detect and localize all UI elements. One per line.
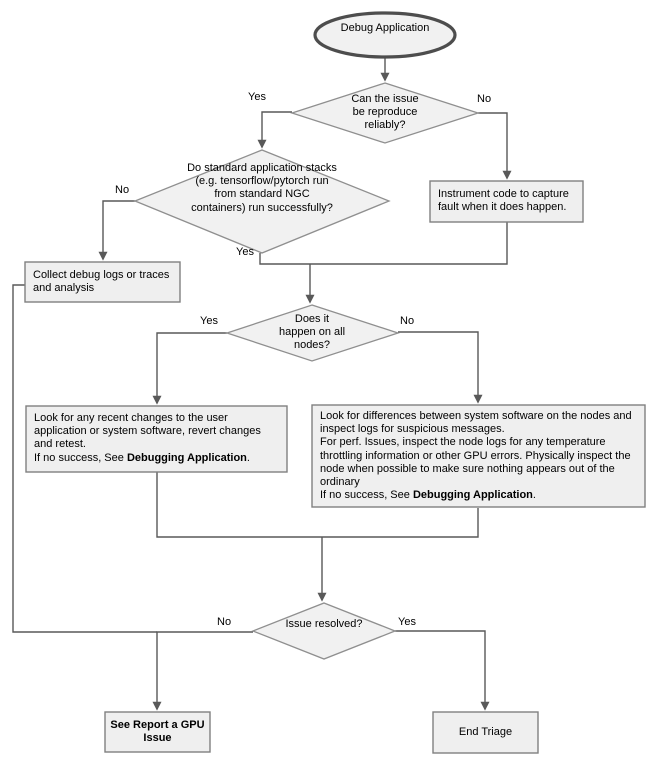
edge-stacks-no-to-collect xyxy=(98,200,135,261)
instrument-box-shape xyxy=(429,180,584,223)
decision-reproduce-shape xyxy=(289,82,481,144)
left-action-line2-bold: Debugging Application xyxy=(126,451,247,464)
edge-stacks-yes-instrument-merge xyxy=(259,222,508,265)
instrument-label: Instrument code to capture fault when it… xyxy=(438,188,569,214)
right-action-label: Look for differences between system soft… xyxy=(320,410,638,502)
decision-resolved-shape xyxy=(251,602,397,660)
report-label: See Report a GPU Issue xyxy=(110,719,205,745)
edge-label-stacks-yes: Yes xyxy=(236,246,254,258)
decision-stacks-shape xyxy=(133,149,391,254)
start-terminator-shape xyxy=(313,11,457,59)
edge-resolved-yes-to-end xyxy=(395,630,490,711)
report-box-shape xyxy=(104,711,211,753)
collect-label: Collect debug logs or traces and analysi… xyxy=(33,269,170,295)
left-action-line2-suffix: . xyxy=(246,451,250,464)
decision-nodes-shape xyxy=(224,304,401,362)
edge-nodes-yes-to-left-action xyxy=(152,332,227,405)
decision-stacks-label: Do standard application stacks (e.g. ten… xyxy=(187,162,337,214)
edge-label-reproduce-no: No xyxy=(477,93,492,105)
right-action-line2: For perf. Issues, inspect the node logs … xyxy=(320,436,631,488)
collect-box-shape xyxy=(24,261,181,303)
edge-label-nodes-yes: Yes xyxy=(200,315,218,327)
end-label: End Triage xyxy=(458,726,513,738)
edge-reproduce-yes-to-stacks xyxy=(257,111,292,149)
edge-label-nodes-no: No xyxy=(400,315,415,327)
edge-actions-merge xyxy=(156,472,479,538)
edge-collect-loop xyxy=(12,284,157,633)
end-box-shape xyxy=(432,711,539,754)
decision-resolved-label: Issue resolved? xyxy=(285,618,363,630)
left-action-line2-prefix: If no success, See xyxy=(34,451,127,464)
edge-nodes-no-to-right-action xyxy=(398,331,483,404)
edge-label-stacks-no: No xyxy=(115,184,130,196)
right-action-line3-prefix: If no success, See xyxy=(320,489,413,502)
decision-reproduce-label: Can the issue be reproduce reliably? xyxy=(351,93,419,132)
edge-label-resolved-no: No xyxy=(217,616,232,628)
decision-nodes-label: Does it happen on all nodes? xyxy=(278,313,346,352)
left-action-label: Look for any recent changes to the user … xyxy=(34,412,282,465)
right-action-line3-suffix: . xyxy=(532,489,536,502)
start-label: Debug Application xyxy=(340,22,430,34)
right-action-line3-bold: Debugging Application xyxy=(412,489,533,502)
edge-label-resolved-yes: Yes xyxy=(398,616,416,628)
left-action-box-shape xyxy=(25,405,288,473)
edge-resolved-no-to-report xyxy=(152,631,253,711)
edge-label-reproduce-yes: Yes xyxy=(248,91,266,103)
edge-reproduce-no-to-instrument xyxy=(478,112,512,180)
right-action-box-shape xyxy=(311,404,646,508)
right-action-line1: Look for differences between system soft… xyxy=(320,410,632,436)
left-action-line1: Look for any recent changes to the user … xyxy=(34,412,261,451)
